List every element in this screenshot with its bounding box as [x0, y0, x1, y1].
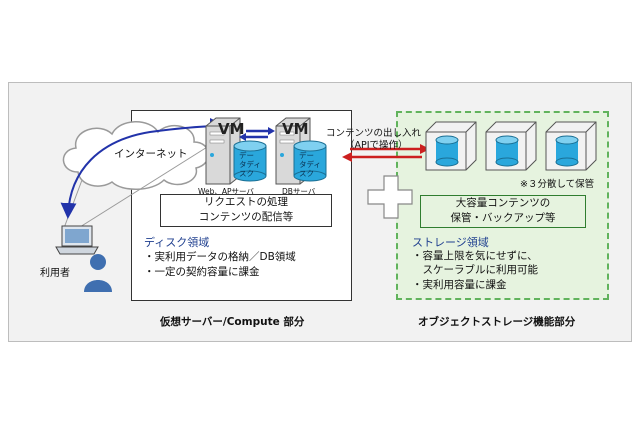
transfer-label-line2: （APIで操作） [345, 140, 408, 151]
plus-icon [367, 175, 413, 219]
storage-node-1 [425, 121, 477, 171]
disk-label-left: データディスク [239, 151, 261, 178]
vm-label-right: VM [282, 120, 309, 138]
vm-sync-arrow [239, 127, 275, 141]
distribution-note: ※３分散して保管 [520, 179, 595, 190]
compute-bullet-2: ・一定の契約容量に課金 [144, 266, 260, 278]
laptop-icon [55, 225, 99, 255]
storage-caption-line2: 保管・バックアップ等 [450, 212, 556, 224]
cloud-label: インターネット [114, 148, 188, 160]
data-disk-cylinder-2 [293, 140, 327, 182]
storage-bullet-1: ・容量上限を気にせずに、 [412, 250, 538, 262]
user-label: 利用者 [40, 268, 70, 279]
web-server-icon [205, 117, 241, 185]
api-transfer-arrow [342, 144, 430, 162]
storage-footer: オブジェクトストレージ機能部分 [418, 316, 576, 328]
transfer-label-line1: コンテンツの出し入れ [326, 128, 422, 139]
compute-caption-line1: リクエストの処理 [204, 196, 288, 208]
compute-footer: 仮想サーバー/Compute 部分 [160, 316, 305, 328]
storage-bullet-2: スケーラブルに利用可能 [412, 264, 538, 276]
storage-area-title: ストレージ領域 [412, 236, 489, 249]
storage-node-3 [545, 121, 597, 171]
storage-caption-line1: 大容量コンテンツの [455, 197, 551, 209]
user-icon [84, 254, 112, 292]
storage-bullet-3: ・実利用容量に課金 [412, 279, 507, 291]
storage-caption: 大容量コンテンツの 保管・バックアップ等 [420, 195, 586, 228]
db-server-label: DBサーバ [282, 187, 316, 196]
compute-caption-line2: コンテンツの配信等 [198, 211, 294, 223]
disk-area-title: ディスク領域 [144, 236, 210, 249]
data-disk-cylinder-1 [233, 140, 267, 182]
request-arrow [60, 118, 226, 219]
vm-label-left: VM [218, 120, 245, 138]
web-server-label: Web、APサーバ [198, 187, 254, 196]
disk-label-right: データディスク [299, 151, 321, 178]
storage-node-2 [485, 121, 537, 171]
compute-caption: リクエストの処理 コンテンツの配信等 [160, 194, 332, 227]
compute-bullet-1: ・実利用データの格納／DB領域 [144, 251, 296, 263]
